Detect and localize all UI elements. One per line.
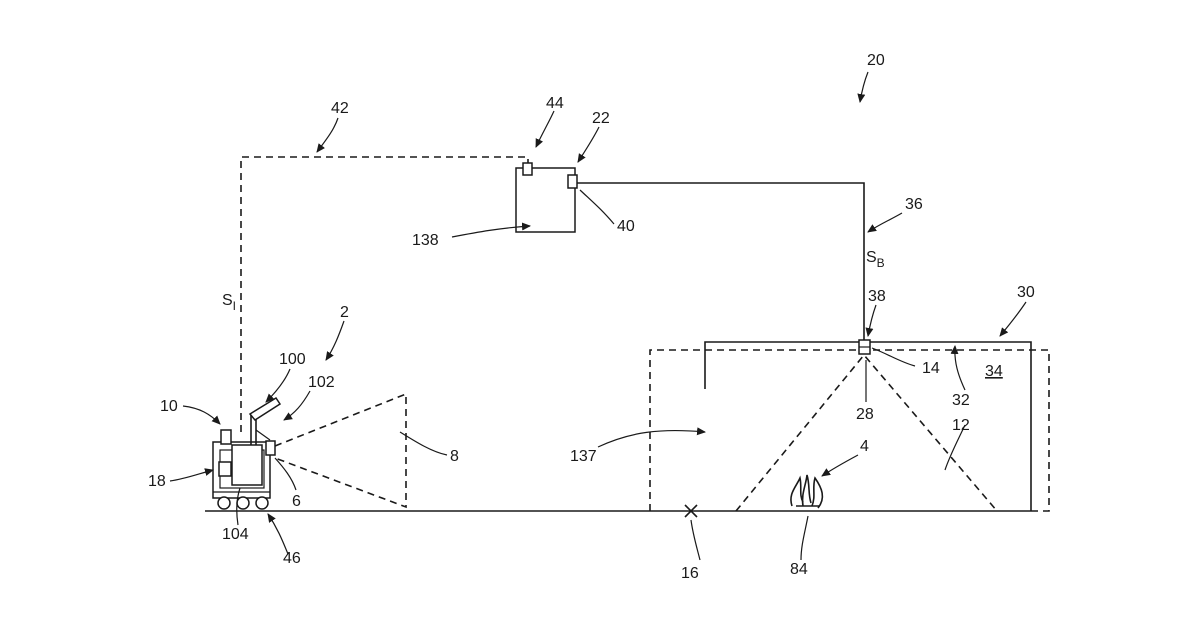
wheel-46-a — [218, 497, 230, 509]
label-30: 30 — [1017, 284, 1035, 301]
antenna-100 — [250, 398, 280, 420]
leader-36 — [868, 213, 902, 232]
leader-84 — [801, 516, 808, 560]
leader-14 — [872, 348, 915, 366]
leader-30 — [1000, 302, 1026, 336]
leader-16 — [691, 520, 700, 560]
label-10: 10 — [160, 398, 178, 415]
leader-22 — [578, 127, 599, 162]
label-100: 100 — [279, 351, 306, 368]
wheel-46-b — [237, 497, 249, 509]
leader-46 — [268, 514, 288, 554]
label-104: 104 — [222, 526, 249, 543]
label-18: 18 — [148, 473, 166, 490]
label-22: 22 — [592, 110, 610, 127]
label-40: 40 — [617, 218, 635, 235]
sensor-10 — [221, 430, 231, 444]
label-28: 28 — [856, 406, 874, 423]
leader-38 — [868, 305, 876, 336]
label-102: 102 — [308, 374, 335, 391]
label-44: 44 — [546, 95, 564, 112]
label-32: 32 — [952, 392, 970, 409]
camera-6 — [266, 441, 275, 455]
label-36: 36 — [905, 196, 923, 213]
module-104 — [232, 445, 262, 485]
leader-8 — [400, 432, 447, 455]
ceiling-30 — [705, 342, 1031, 511]
module-18-left — [219, 462, 231, 476]
leader-6 — [275, 458, 296, 490]
leader-42 — [317, 118, 338, 152]
leader-40 — [580, 190, 614, 224]
link-SI-42 — [241, 157, 528, 432]
label-6: 6 — [292, 493, 301, 510]
label-14: 14 — [922, 360, 940, 377]
port-44 — [523, 163, 532, 175]
label-16: 16 — [681, 565, 699, 582]
label-46: 46 — [283, 550, 301, 567]
unit-2 — [213, 398, 280, 509]
label-sb-sub: B — [877, 256, 885, 270]
leader-137 — [598, 431, 705, 447]
label-si: SI — [222, 292, 236, 313]
leader-102 — [284, 391, 310, 420]
leader-44 — [536, 111, 554, 147]
server-box-138 — [516, 168, 575, 232]
bracket — [256, 430, 270, 440]
label-137: 137 — [570, 448, 597, 465]
port-40 — [568, 175, 577, 188]
label-34: 34 — [985, 363, 1003, 380]
label-si-sub: I — [233, 299, 236, 313]
wheel-46-c — [256, 497, 268, 509]
label-4: 4 — [860, 438, 869, 455]
leader-4 — [822, 455, 858, 476]
label-si-main: S — [222, 292, 233, 309]
label-42: 42 — [331, 100, 349, 117]
label-sb-main: S — [866, 249, 877, 266]
label-20: 20 — [867, 52, 885, 69]
label-sb: SB — [866, 249, 885, 270]
link-SB-36 — [577, 183, 864, 342]
label-138: 138 — [412, 232, 439, 249]
leader-2 — [326, 321, 344, 360]
label-38: 38 — [868, 288, 886, 305]
label-84: 84 — [790, 561, 808, 578]
label-12: 12 — [952, 417, 970, 434]
fire-84 — [791, 475, 823, 508]
leader-20 — [860, 72, 868, 102]
leader-10 — [183, 406, 220, 424]
leader-32 — [955, 346, 965, 390]
leader-18 — [170, 470, 213, 481]
label-8: 8 — [450, 448, 459, 465]
server-22 — [516, 163, 577, 232]
leader-100 — [266, 369, 290, 402]
label-2: 2 — [340, 304, 349, 321]
